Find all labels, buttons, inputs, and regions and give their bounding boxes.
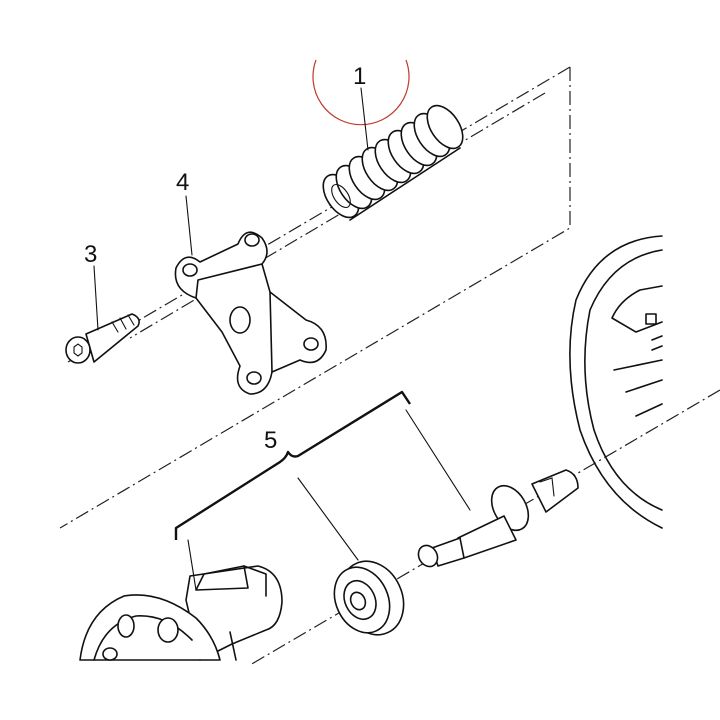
callout-3: 3 [84,241,97,268]
bracket-plate-part-4 [174,231,327,395]
callout-1: 1 [353,63,366,90]
callout-5: 5 [264,427,277,454]
large-wheel [569,235,663,529]
socket-screw-part-3 [65,313,140,364]
wheel-base [79,594,221,661]
leader-lines [93,87,471,591]
ball-bearing [333,560,405,636]
callout-4: 4 [176,169,189,196]
coil-spring-part-1 [322,104,464,221]
annotation-circle [312,59,410,126]
group-bracket-5 [174,390,411,540]
shaft-pin [417,469,579,568]
